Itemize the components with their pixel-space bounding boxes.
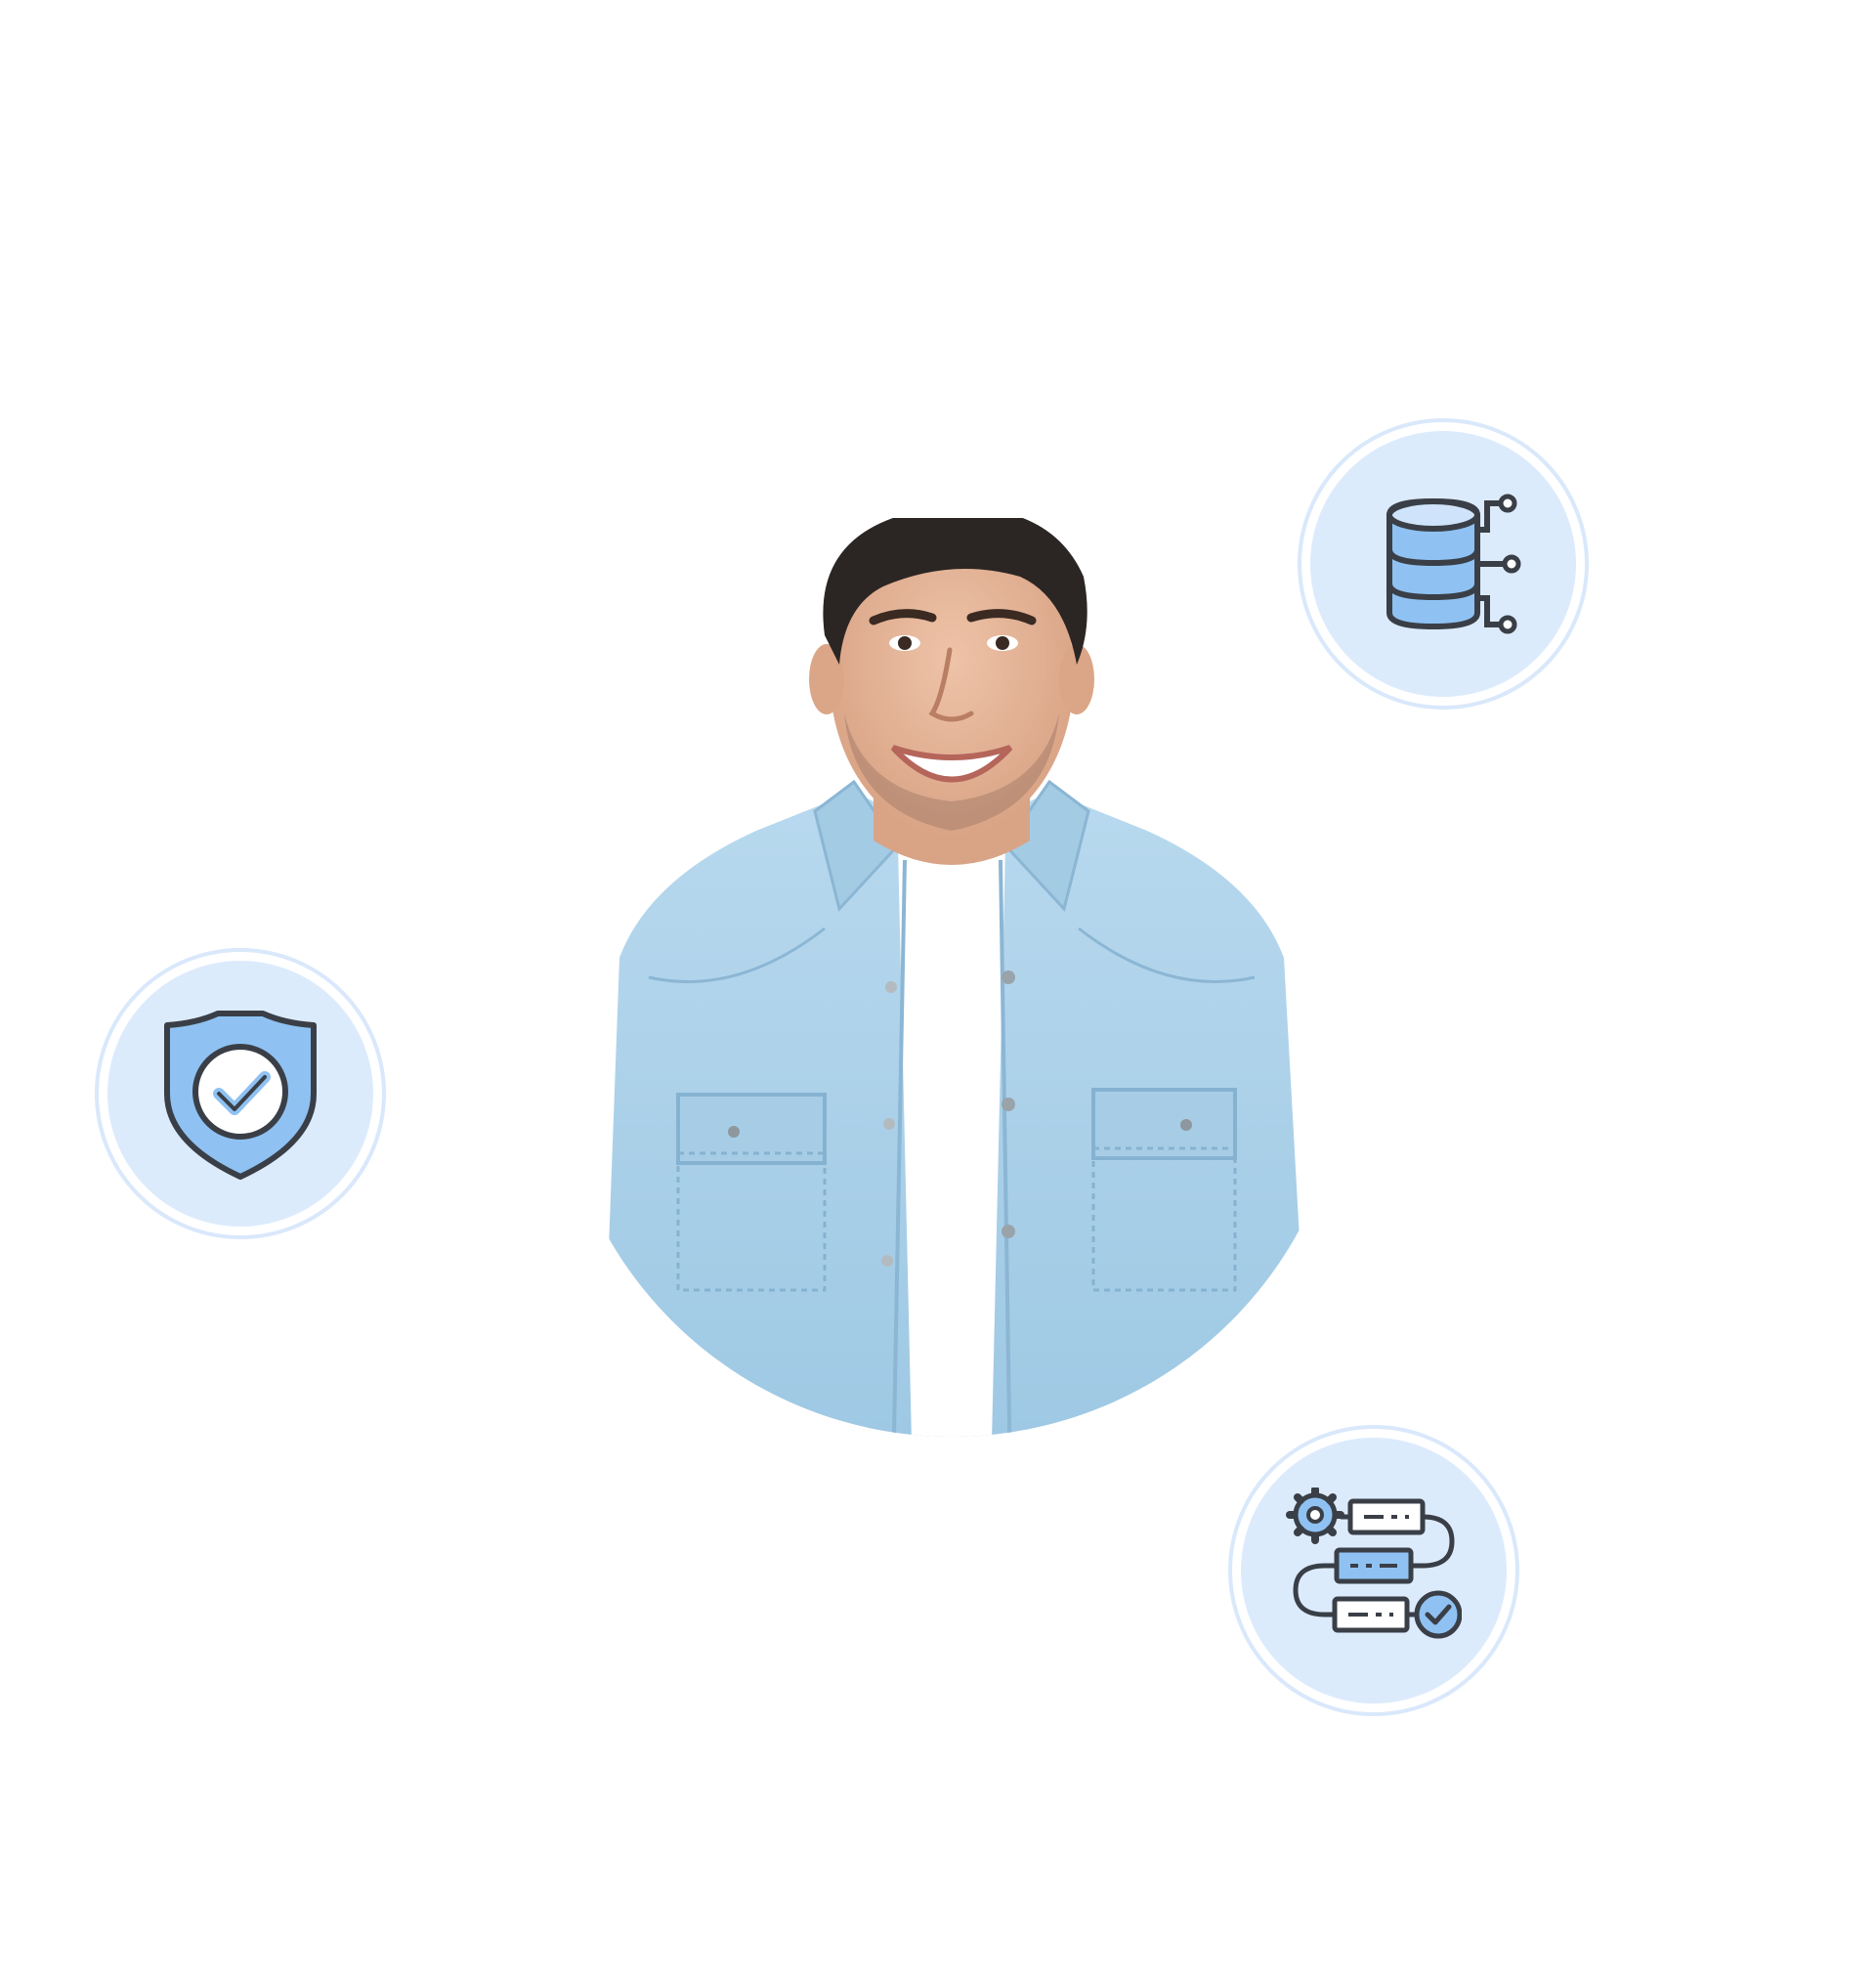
person-portrait [561,518,1343,1486]
check-circle-icon [1414,1590,1462,1639]
workflow-badge-inner [1241,1438,1507,1704]
database-badge-inner [1310,431,1576,697]
gear-icon [1286,1488,1344,1544]
database-badge [1298,418,1589,710]
workflow-badge [1228,1425,1519,1716]
face [830,518,1074,836]
smile [890,745,1013,783]
workflow-process-icon [1286,1488,1462,1639]
hair [823,518,1087,665]
white-tshirt [898,845,1005,1437]
portrait-graphic [600,518,1313,1437]
shield-badge [95,948,386,1239]
shield-check-icon [164,1011,317,1180]
shield-badge-inner [107,961,373,1227]
database-network-icon [1386,494,1521,634]
